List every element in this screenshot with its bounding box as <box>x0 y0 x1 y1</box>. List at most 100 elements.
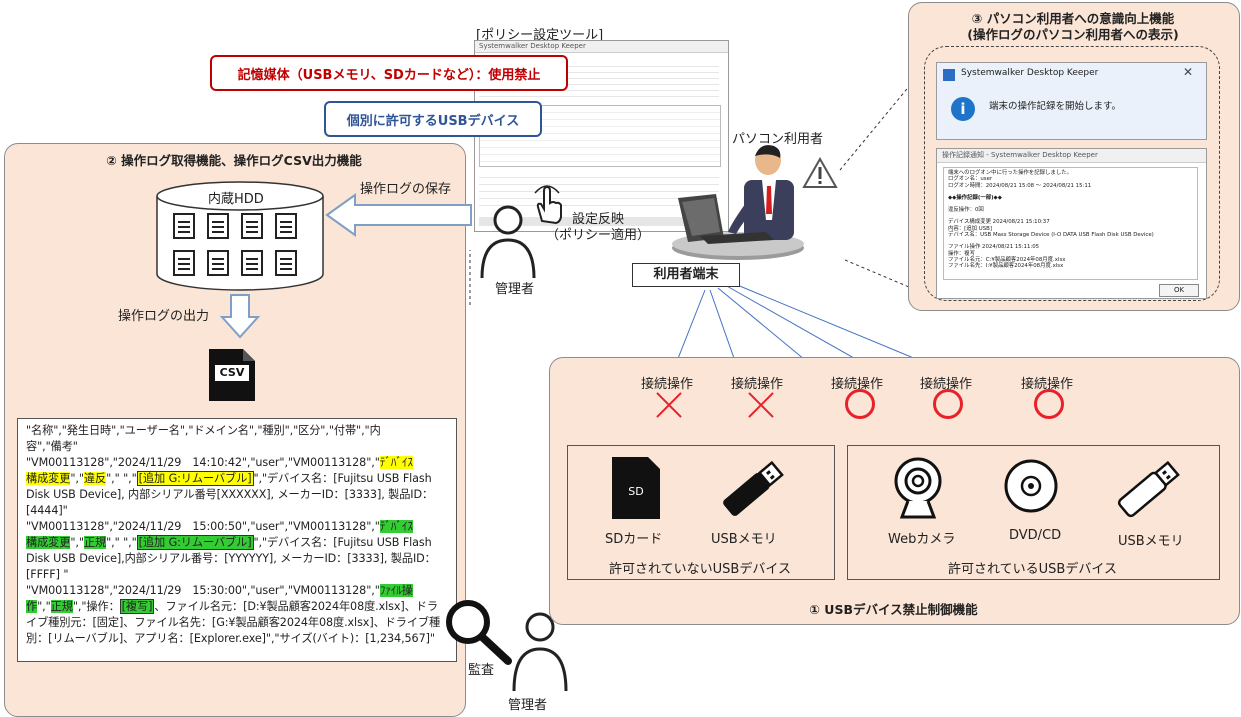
deny-x-icon <box>655 391 683 419</box>
log-entry-3-detail: 、ファイル名元：[D:¥製品顧客2024年08度.xlsx]、ドライブ種別元：[… <box>26 600 441 645</box>
log-entry-2-detail: ","デバイス名：[Fujitsu USB Flash Disk USB Dev… <box>26 536 436 581</box>
apply-label-1: 設定反映 <box>572 212 625 227</box>
policy-options <box>479 171 719 211</box>
log-line: ログオン名：user <box>948 176 993 183</box>
user-terminal-label: 利用者端末 <box>632 263 740 287</box>
log-entry-3-kind: ﾌｧｲﾙ操 <box>379 584 413 597</box>
save-arrow-icon <box>325 193 472 237</box>
log-output-label: 操作ログの出力 <box>118 309 210 324</box>
log-entry-2-action: [追加 G:リムーバブル] <box>136 535 254 550</box>
close-icon[interactable]: ✕ <box>1183 65 1194 79</box>
sd-card-icon <box>612 457 660 519</box>
log-line: 内容：[追加 USB] <box>948 225 992 232</box>
log-line: 違反操作：0回 <box>948 207 984 214</box>
allow-circle-icon <box>1034 389 1064 419</box>
webcam-icon <box>894 457 942 519</box>
csv-icon-text: CSV <box>219 366 245 379</box>
log-entry-3-prefix: "VM00113128","2024/11/29 15:30:00","user… <box>26 584 380 597</box>
log-entry-3-status: 正規 <box>50 600 73 613</box>
log-entry-2-kind-cont: 構成変更 <box>26 536 71 549</box>
connect-op-label: 接続操作 <box>831 377 884 392</box>
log-notify-text: 端末へのログオン中に行った操作を記録しました。 ログオン名：user ログオン時… <box>943 167 1198 280</box>
policy-statusbar <box>479 217 719 226</box>
usb-stick-icon-denied <box>723 460 784 516</box>
connect-op-label: 接続操作 <box>1021 377 1074 392</box>
warning-icon <box>802 157 838 188</box>
policy-tool-window: Systemwalker Desktop Keeper <box>474 40 729 232</box>
log-line: ◆◆操作記録(一部)◆◆ <box>948 194 1002 201</box>
log-entry-1-kind-cont: 構成変更 <box>26 472 71 485</box>
log-entry-1-status: 違反 <box>83 472 107 485</box>
log-header-2: 容","備考" <box>26 440 78 453</box>
log-line: ログオン時間：2024/08/21 15:08 〜 2024/08/21 15:… <box>948 182 1092 189</box>
app-logo-icon <box>943 69 955 81</box>
log-entry-3-action: [複写] <box>119 599 155 614</box>
panel3-title-2: (操作ログのパソコン利用者への表示) <box>967 27 1179 42</box>
log-entry-1-kind: ﾃﾞﾊﾞｲｽ <box>379 456 413 469</box>
usb-stick-icon-allowed <box>1117 460 1180 518</box>
connect-op-label: 接続操作 <box>731 377 784 392</box>
log-file-icon <box>275 250 297 276</box>
admin-person-icon <box>480 205 536 279</box>
denied-devices-box <box>567 445 835 580</box>
connect-op-label: 接続操作 <box>920 377 973 392</box>
log-sep: "," <box>37 600 51 613</box>
log-sep: "," "," <box>106 536 137 549</box>
hdd-label: 内蔵HDD <box>208 192 264 207</box>
log-header-1: "名称","発生日時","ユーザー名","ドメイン名","種別","区分","付… <box>26 424 381 437</box>
hand-click-icon <box>534 185 562 225</box>
audit-magnifier-admin-icon <box>446 600 568 692</box>
log-line: ファイル名先：I:¥製品顧客2024年08月度.xlsx <box>948 263 1064 270</box>
audit-label: 監査 <box>468 663 495 678</box>
csv-log-content: "名称","発生日時","ユーザー名","ドメイン名","種別","区分","付… <box>17 418 457 662</box>
device-label-usb-allowed: USBメモリ <box>1118 534 1184 549</box>
log-entry-2-prefix: "VM00113128","2024/11/29 15:00:50","user… <box>26 520 380 533</box>
log-entry-1-action: [追加 G:リムーバブル] <box>136 471 254 486</box>
pc-user-illustration <box>672 145 804 260</box>
audit-admin-label: 管理者 <box>508 698 548 713</box>
allow-circle-icon <box>845 389 875 419</box>
log-sep: ","操作： <box>72 600 120 613</box>
notify-message: 端末の操作記録を開始します。 <box>989 101 1122 112</box>
device-label-usb-denied: USBメモリ <box>711 532 777 547</box>
device-label-dvd: DVD/CD <box>1009 528 1062 543</box>
ok-button[interactable]: OK <box>1159 284 1199 297</box>
pc-user-label: パソコン利用者 <box>732 132 824 147</box>
denied-box-label: 許可されていないUSBデバイス <box>609 562 791 577</box>
log-sep: "," <box>70 472 84 485</box>
allow-circle-icon <box>933 389 963 419</box>
notify-title: Systemwalker Desktop Keeper <box>961 68 1099 78</box>
log-file-icon <box>241 213 263 239</box>
log-sep: "," <box>70 536 84 549</box>
deny-x-icon <box>747 391 775 419</box>
output-arrow-icon <box>220 294 260 339</box>
device-label-sd: SDカード <box>605 532 663 547</box>
log-line: ファイル名元：C:¥製品顧客2024年08月度.xlsx <box>948 256 1066 263</box>
callout-allowed-usb: 個別に許可するUSBデバイス <box>324 101 542 137</box>
panel2-title: ② 操作ログ取得機能、操作ログCSV出力機能 <box>106 153 362 168</box>
notify-dialog: Systemwalker Desktop Keeper ✕ i 端末の操作記録を… <box>936 62 1207 140</box>
log-file-icon <box>173 213 195 239</box>
log-entry-1-prefix: "VM00113128","2024/11/29 14:10:42","user… <box>26 456 380 469</box>
sd-icon-text: SD <box>628 485 644 498</box>
allowed-box-label: 許可されているUSBデバイス <box>948 562 1117 577</box>
log-entry-2-status: 正規 <box>83 536 107 549</box>
callout-storage-prohibited: 記憶媒体（USBメモリ、SDカードなど）：使用禁止 <box>210 55 568 91</box>
csv-file-icon: CSV <box>207 347 257 403</box>
log-line: 端末へのログオン中に行った操作を記録しました。 <box>948 170 1072 176</box>
panel1-title: ① USBデバイス禁止制御機能 <box>809 602 978 617</box>
log-file-icon <box>275 213 297 239</box>
log-entry-2-kind: ﾃﾞﾊﾞｲｽ <box>379 520 413 533</box>
log-file-icon <box>173 250 195 276</box>
policy-tool-title: [ポリシー設定ツール] <box>476 28 604 43</box>
connect-op-label: 接続操作 <box>641 377 694 392</box>
info-icon: i <box>951 97 975 121</box>
log-line: ファイル操作 2024/08/21 15:11:05 <box>948 244 1040 251</box>
log-window-title: 操作記録通知 - Systemwalker Desktop Keeper <box>937 149 1206 163</box>
log-entry-3-kind-cont: 作 <box>26 600 38 613</box>
admin-label: 管理者 <box>495 282 535 297</box>
log-line: デバイス構成変更 2024/08/21 15:10:37 <box>948 219 1050 226</box>
log-file-icon <box>207 213 229 239</box>
log-file-icon <box>241 250 263 276</box>
panel3-title-1: ③ パソコン利用者への意識向上機能 <box>971 11 1175 26</box>
